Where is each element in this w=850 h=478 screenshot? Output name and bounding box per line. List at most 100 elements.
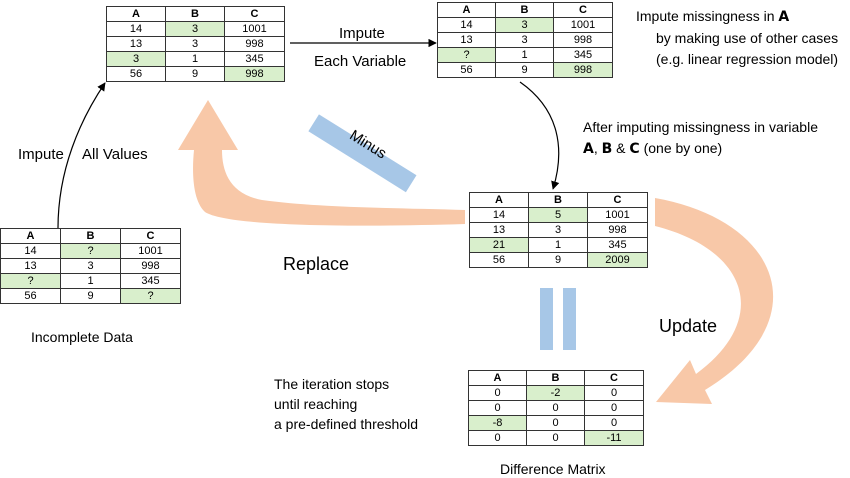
table-cell: 0 xyxy=(584,415,644,431)
column-header: B xyxy=(528,192,588,208)
table-cell: 345 xyxy=(120,273,181,289)
column-header: B xyxy=(165,6,225,22)
column-header: C xyxy=(584,370,644,386)
incomplete-data-label: Incomplete Data xyxy=(31,329,133,345)
table-cell: 1001 xyxy=(224,21,285,37)
imputed-cell: 2009 xyxy=(587,252,648,268)
imputed-cell: ? xyxy=(437,47,496,63)
table-cell: 1001 xyxy=(587,207,648,223)
table-cell: 0 xyxy=(526,415,585,431)
table-cell: 3 xyxy=(528,222,588,238)
table-cell: 0 xyxy=(584,385,644,401)
table-cell: 0 xyxy=(468,430,527,446)
imputed-cell: 998 xyxy=(553,62,613,78)
after-imputing-line1: After imputing missingness in variable xyxy=(583,119,818,135)
table-cell: 13 xyxy=(106,36,166,52)
column-header: C xyxy=(120,228,181,244)
separator-text: & xyxy=(612,140,630,156)
imputed-cell: -8 xyxy=(468,415,527,431)
update-arrow xyxy=(655,198,774,404)
table-cell: 998 xyxy=(120,258,181,274)
column-header: A xyxy=(0,228,61,244)
impute-all-connector xyxy=(57,82,106,229)
table-cell: 14 xyxy=(0,243,61,259)
table-cell: 1 xyxy=(528,237,588,253)
replace-arrow xyxy=(178,100,465,226)
table-cell: 9 xyxy=(495,62,554,78)
column-header: B xyxy=(495,2,554,18)
column-header: A xyxy=(468,370,527,386)
column-header: C xyxy=(224,6,285,22)
table-cell: 13 xyxy=(0,258,61,274)
table-cell: 0 xyxy=(584,400,644,416)
imputed-cell: ? xyxy=(0,273,61,289)
table-cell: 9 xyxy=(528,252,588,268)
table-cell: 1 xyxy=(495,47,554,63)
minus-bar xyxy=(308,114,417,193)
impute-a-note-line3: (e.g. linear regression model) xyxy=(656,51,839,67)
table-cell: 345 xyxy=(587,237,648,253)
imputed-cell: 21 xyxy=(469,237,529,253)
table-cell: 0 xyxy=(526,430,585,446)
table-cell: 14 xyxy=(469,207,529,223)
separator-text: , xyxy=(593,140,602,156)
equals-bar-left xyxy=(540,288,553,350)
table-cell: 345 xyxy=(224,51,285,67)
impute-all-label: Impute xyxy=(18,146,64,163)
update-label: Update xyxy=(659,316,718,336)
table-cell: 998 xyxy=(587,222,648,238)
column-header: C xyxy=(553,2,613,18)
impute-each-label: Impute xyxy=(339,25,385,42)
imputed-cell: 3 xyxy=(495,17,554,33)
table-cell: 56 xyxy=(106,66,166,82)
iteration-stop-line2: until reaching xyxy=(274,396,358,412)
imputed-cell: 3 xyxy=(165,21,225,37)
variable-a-mark: A xyxy=(583,141,594,157)
imputed-cell: 3 xyxy=(106,51,166,67)
replace-label: Replace xyxy=(283,254,350,274)
imputed-cell: ? xyxy=(60,243,121,259)
after-imputing-tail: (one by one) xyxy=(639,140,723,156)
imputed-cell: ? xyxy=(120,288,181,304)
table-cell: 9 xyxy=(165,66,225,82)
column-header: A xyxy=(106,6,166,22)
table-cell: 345 xyxy=(553,47,613,63)
column-header: C xyxy=(587,192,648,208)
table-cell: 1001 xyxy=(553,17,613,33)
column-header: A xyxy=(469,192,529,208)
table-cell: 14 xyxy=(437,17,496,33)
imputed-cell: -2 xyxy=(526,385,585,401)
after-imputing-connector xyxy=(519,81,560,190)
imputed-cell: 5 xyxy=(528,207,588,223)
each-variable-label: Each Variable xyxy=(314,53,407,70)
after-imputing-note: After imputing missingness in variable A… xyxy=(583,117,818,160)
variable-c-mark: C xyxy=(629,141,640,157)
impute-a-note-line2: by making use of other cases xyxy=(656,30,839,46)
table-cell: 998 xyxy=(553,32,613,48)
table-cell: 998 xyxy=(224,36,285,52)
table-cell: 14 xyxy=(106,21,166,37)
table-cell: 1 xyxy=(60,273,121,289)
iteration-stop-note: The iteration stops until reaching a pre… xyxy=(274,374,418,434)
table-cell: 3 xyxy=(495,32,554,48)
table-cell: 56 xyxy=(469,252,529,268)
impute-a-note: Impute missingness in A by making use of… xyxy=(636,6,838,70)
